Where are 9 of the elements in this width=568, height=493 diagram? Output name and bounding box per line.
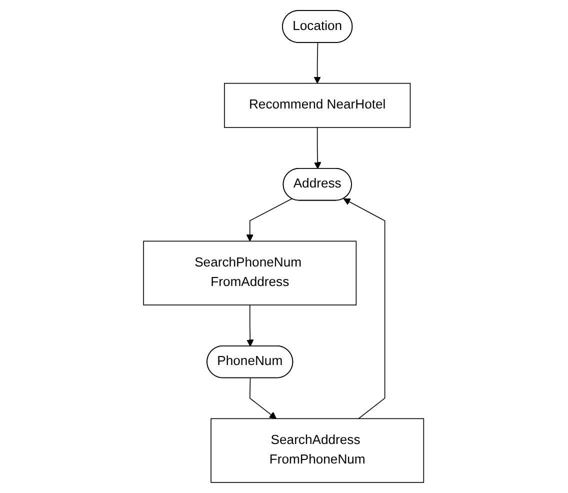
- node-box: Recommend NearHotel: [224, 82, 412, 128]
- arrow: [314, 42, 322, 84]
- node-box: SearchAddress FromPhoneNum: [211, 418, 424, 483]
- arrow: [246, 304, 254, 347]
- arrow: [314, 127, 322, 170]
- arrow: [250, 378, 277, 419]
- arrow: [344, 198, 386, 420]
- arrow: [246, 198, 293, 242]
- node-box: SearchPhoneNum FromAddress: [144, 240, 357, 306]
